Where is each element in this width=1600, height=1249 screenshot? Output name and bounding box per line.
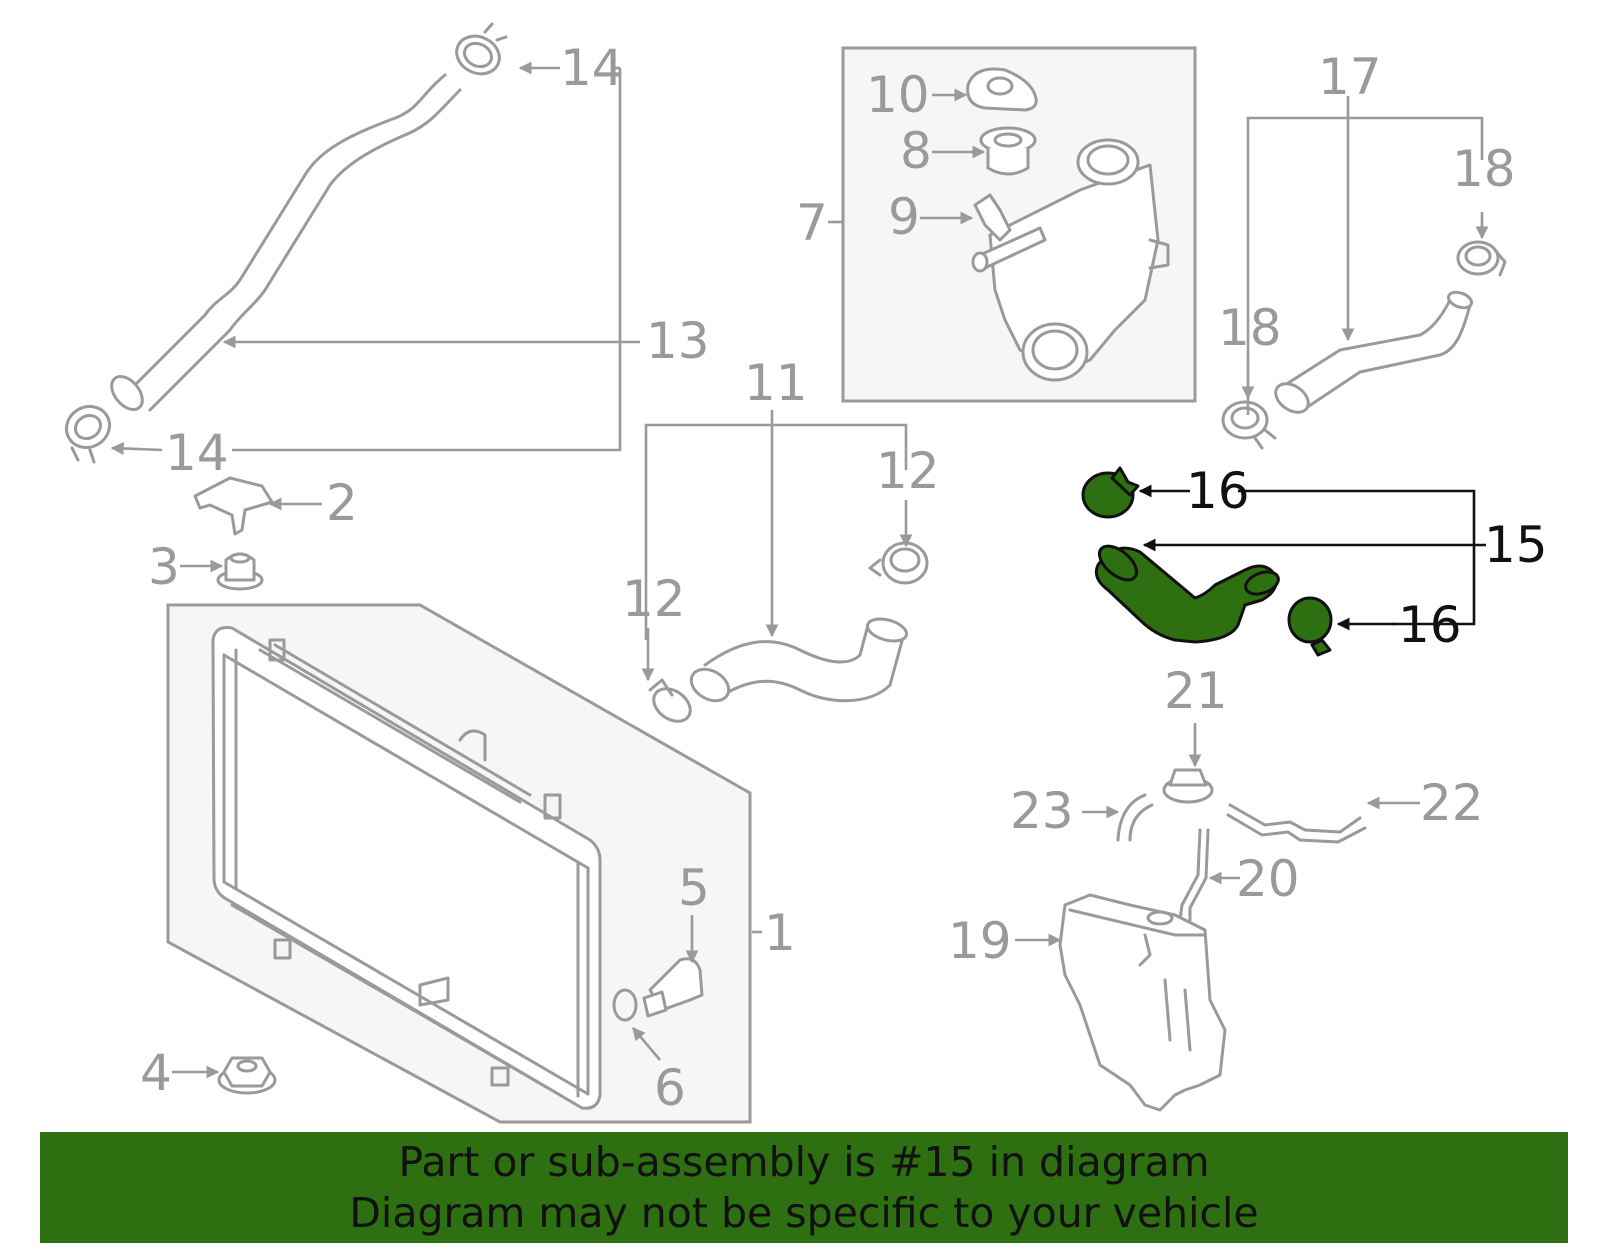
callout-23: 23 bbox=[1010, 782, 1074, 840]
upper-radiator-hose bbox=[110, 73, 462, 412]
gasket-part-10 bbox=[966, 67, 1038, 112]
hose-clamp-16-bottom bbox=[1287, 596, 1333, 657]
callout-15: 15 bbox=[1484, 516, 1548, 574]
bracket-part-2 bbox=[193, 476, 274, 536]
filler-neck-part-20 bbox=[1178, 828, 1210, 922]
callout-2: 2 bbox=[326, 474, 358, 532]
banner-line-2: Diagram may not be specific to your vehi… bbox=[349, 1189, 1259, 1237]
callout-16-bottom: 16 bbox=[1398, 596, 1462, 654]
hose-clamp-12-left bbox=[648, 678, 692, 723]
callout-10: 10 bbox=[866, 66, 930, 124]
callout-3: 3 bbox=[148, 538, 180, 596]
info-banner: Part or sub-assembly is #15 in diagram D… bbox=[40, 1132, 1568, 1243]
callout-9: 9 bbox=[888, 188, 920, 246]
coolant-reservoir-part-19 bbox=[1058, 893, 1227, 1112]
callout-13: 13 bbox=[646, 312, 710, 370]
overflow-hose-part-22 bbox=[1226, 803, 1367, 844]
leader-lines bbox=[110, 61, 1489, 1079]
highlighted-hose-part-15 bbox=[1094, 544, 1280, 644]
callout-18-bottom: 18 bbox=[1218, 299, 1282, 357]
callout-19: 19 bbox=[948, 912, 1012, 970]
callout-12-left: 12 bbox=[622, 570, 686, 628]
callout-4: 4 bbox=[140, 1044, 172, 1102]
callout-12-right: 12 bbox=[876, 442, 940, 500]
callout-1: 1 bbox=[764, 904, 796, 962]
callout-18-top: 18 bbox=[1452, 140, 1516, 198]
hose-clamp-16-top bbox=[1081, 466, 1140, 519]
thermostat-housing bbox=[971, 138, 1170, 382]
hose-clamp-12-right bbox=[868, 541, 929, 585]
callout-20: 20 bbox=[1236, 850, 1300, 908]
hose-clamp-18-bottom bbox=[1221, 400, 1277, 450]
callout-14-top: 14 bbox=[560, 39, 624, 97]
hose-clamp-18-top bbox=[1456, 240, 1507, 277]
bushing-part-3 bbox=[216, 552, 264, 591]
lower-radiator-hose bbox=[689, 617, 908, 703]
hose-clamp-14-top bbox=[455, 22, 508, 76]
nut-part-4 bbox=[217, 1056, 277, 1095]
callout-17: 17 bbox=[1318, 48, 1382, 106]
heater-hose-part-17 bbox=[1274, 290, 1474, 414]
banner-line-1: Part or sub-assembly is #15 in diagram bbox=[398, 1138, 1210, 1186]
callout-6: 6 bbox=[654, 1059, 686, 1117]
hose-clamp-14-bottom bbox=[64, 404, 112, 464]
callout-21: 21 bbox=[1164, 662, 1228, 720]
callout-22: 22 bbox=[1420, 774, 1484, 832]
callout-5: 5 bbox=[678, 859, 710, 917]
o-ring-part-6 bbox=[612, 988, 638, 1022]
callout-11: 11 bbox=[744, 354, 808, 412]
callout-8: 8 bbox=[900, 122, 932, 180]
reservoir-cap-part-21 bbox=[1162, 768, 1214, 804]
water-outlet-part-9 bbox=[973, 193, 1012, 242]
hose-part-23 bbox=[1116, 793, 1154, 842]
callout-14-bottom: 14 bbox=[165, 424, 229, 482]
radiator-assembly bbox=[166, 603, 752, 1124]
thermostat-part-8 bbox=[979, 126, 1037, 176]
callout-16-top: 16 bbox=[1186, 462, 1250, 520]
callout-7: 7 bbox=[796, 194, 828, 252]
callouts: 14 13 14 2 3 4 1 5 6 11 12 12 7 10 8 9 1… bbox=[140, 39, 1548, 1117]
